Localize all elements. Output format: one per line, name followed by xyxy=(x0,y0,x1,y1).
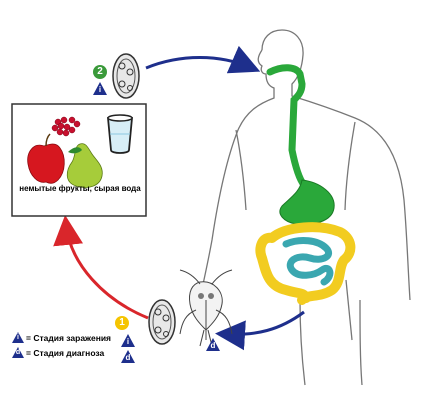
legend-diagnosis-text: = Стадия диагноза xyxy=(26,347,105,358)
legend-infection-marker: i xyxy=(12,332,24,343)
stage1-diagnosis-marker: d xyxy=(121,350,135,363)
stage1-badge: 1 xyxy=(115,316,129,330)
apple-icon xyxy=(27,133,65,184)
stage1-infection-letter: i xyxy=(126,337,130,346)
trophozoite xyxy=(179,269,233,347)
box-caption: немытые фрукты, сырая вода xyxy=(19,184,141,193)
legend-infection: i = Стадия заражения xyxy=(12,332,111,343)
stage2-infection-letter: i xyxy=(98,85,102,94)
legend-diagnosis-letter: d xyxy=(15,349,21,356)
arrow-stage2-to-mouth xyxy=(145,45,261,74)
small-intestine xyxy=(282,237,334,286)
stage2-badge: 2 xyxy=(93,65,107,79)
legend-diagnosis-marker: d xyxy=(12,347,24,358)
human-body-outline xyxy=(199,29,411,386)
trophozoite-diagnosis-letter: d xyxy=(210,341,216,350)
legend-diagnosis: d = Стадия диагноза xyxy=(12,347,104,358)
cyst-stage2 xyxy=(112,53,140,99)
cyst-stage1 xyxy=(148,299,176,345)
arrow-body-to-stage1 xyxy=(215,310,305,351)
large-intestine xyxy=(255,222,356,305)
pear-icon xyxy=(66,143,103,188)
stage1-diagnosis-letter: d xyxy=(125,353,131,362)
stage2-infection-marker: i xyxy=(93,82,107,95)
raspberry-icon xyxy=(51,116,81,137)
legend-infection-text: = Стадия заражения xyxy=(26,332,112,343)
legend-infection-letter: i xyxy=(17,334,19,341)
trophozoite-diagnosis-marker: d xyxy=(206,338,220,351)
esophagus-stomach xyxy=(266,64,335,225)
arrow-stage1-to-box xyxy=(53,215,149,320)
water-glass-icon xyxy=(107,114,133,154)
stage1-infection-marker: i xyxy=(121,334,135,347)
